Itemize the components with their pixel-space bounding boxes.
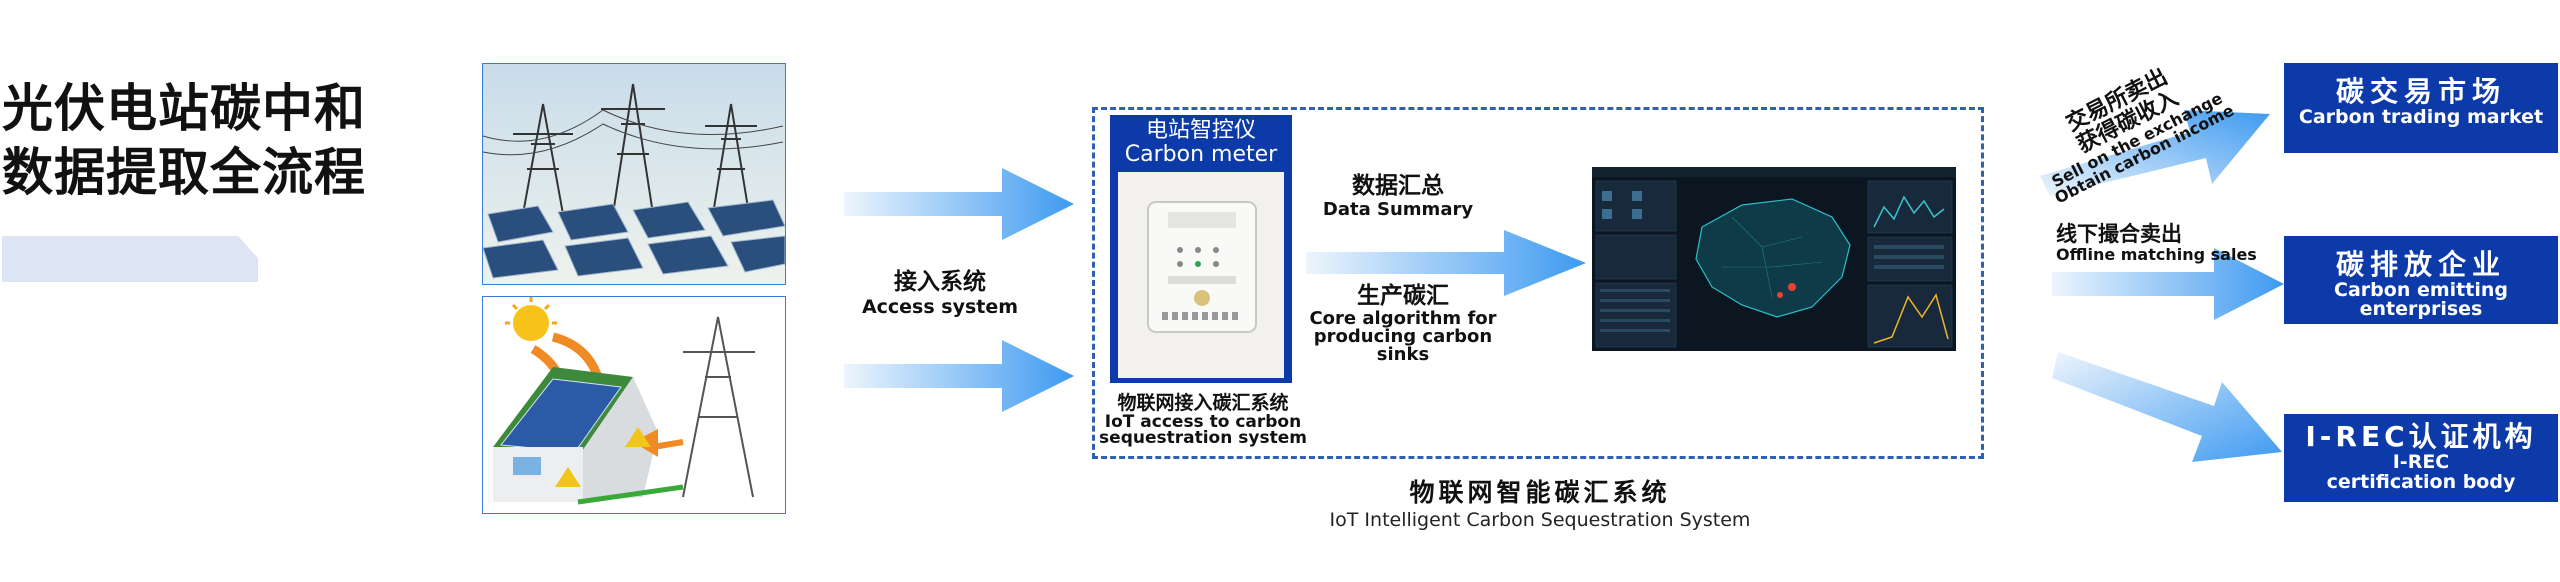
arrow-meter-to-dashboard [1306, 230, 1586, 296]
title-line-1: 光伏电站碳中和 [2, 80, 367, 139]
rooftop-solar-image [482, 296, 786, 514]
carbon-meter-cn: 电站智控仪 [1145, 118, 1256, 143]
carbon-meter-device [1118, 172, 1284, 378]
arrow-to-trading-market [2040, 110, 2270, 196]
title-decoration-bar [2, 236, 258, 282]
output-2-cn: 碳排放企业 [2335, 248, 2506, 281]
title-line-2: 数据提取全流程 [2, 144, 367, 203]
production-en-2: producing carbon sinks [1313, 326, 1493, 365]
output-1-cn: 碳交易市场 [2335, 75, 2506, 108]
data-summary-label: 数据汇总 Data Summary [1300, 172, 1496, 220]
carbon-meter-en: Carbon meter [1124, 142, 1278, 167]
carbon-dashboard-illustration [1592, 167, 1956, 351]
arrow-to-emitting-enterprises [2052, 248, 2284, 320]
offline-en: Offline matching sales [2056, 245, 2257, 264]
carbon-dashboard-image [1592, 167, 1956, 351]
output-carbon-trading-market: 碳交易市场 Carbon trading market [2284, 63, 2558, 153]
output-2-en-2: enterprises [2359, 298, 2483, 320]
carbon-meter-image [1118, 172, 1284, 378]
offline-sale-label: 线下撮合卖出 Offline matching sales [2056, 222, 2296, 264]
iot-access-label: 物联网接入碳汇系统 IoT access to carbon sequestra… [1096, 392, 1310, 448]
output-2-en-1: Carbon emitting [2334, 279, 2508, 301]
arrow-rooftop-to-access [844, 340, 1074, 412]
access-system-cn: 接入系统 [894, 269, 986, 295]
output-1-en: Carbon trading market [2298, 106, 2544, 128]
iot-access-en-2: sequestration system [1099, 428, 1307, 448]
page-title: 光伏电站碳中和 数据提取全流程 [2, 78, 366, 206]
data-summary-en: Data Summary [1322, 199, 1474, 220]
solar-farm-illustration [483, 64, 785, 284]
iot-access-en-1: IoT access to carbon [1104, 412, 1302, 432]
production-en-1: Core algorithm for [1309, 308, 1497, 329]
output-carbon-emitting-enterprises: 碳排放企业 Carbon emitting enterprises [2284, 236, 2558, 324]
iot-access-cn: 物联网接入碳汇系统 [1117, 392, 1289, 414]
offline-cn: 线下撮合卖出 [2056, 222, 2182, 246]
iot-system-caption: 物联网智能碳汇系统 IoT Intelligent Carbon Sequest… [1280, 478, 1800, 532]
production-label: 生产碳汇 Core algorithm for producing carbon… [1296, 282, 1510, 364]
arrow-solar-to-access [844, 168, 1074, 240]
output-irec-certification-body: I-REC认证机构 I-REC certification body [2284, 414, 2558, 502]
output-3-cn: I-REC认证机构 [2305, 420, 2537, 453]
access-system-label: 接入系统 Access system [852, 268, 1028, 318]
access-system-en: Access system [861, 296, 1019, 318]
output-3-en-2: certification body [2326, 471, 2516, 493]
arrow-to-irec-body [2052, 352, 2282, 462]
production-cn: 生产碳汇 [1357, 283, 1449, 309]
data-summary-cn: 数据汇总 [1352, 173, 1444, 199]
iot-system-en: IoT Intelligent Carbon Sequestration Sys… [1329, 509, 1751, 531]
solar-farm-image [482, 63, 786, 285]
iot-system-cn: 物联网智能碳汇系统 [1409, 478, 1671, 507]
carbon-meter-title: 电站智控仪 Carbon meter [1110, 119, 1292, 167]
rooftop-solar-illustration [483, 297, 785, 513]
iot-system-box [1092, 107, 1984, 459]
output-3-en-1: I-REC [2392, 451, 2450, 473]
